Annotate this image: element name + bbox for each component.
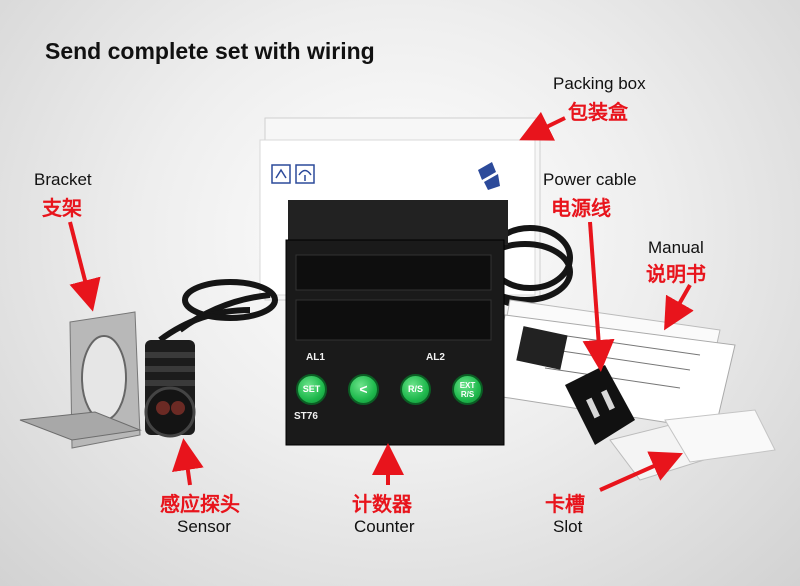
callout-arrows	[68, 111, 694, 492]
set-button[interactable]: SET	[296, 374, 327, 405]
bracket-label-en: Bracket	[34, 170, 92, 189]
bracket-label-cn: 支架	[42, 196, 82, 220]
counter-device	[285, 200, 508, 446]
ext-rs-button[interactable]: EXT R/S	[452, 374, 483, 405]
al1-label: AL1	[306, 352, 325, 363]
fragile-icon	[271, 164, 291, 184]
slot-label-cn: 卡槽	[545, 492, 585, 516]
arrow-icon	[664, 284, 694, 331]
logo-icon	[478, 162, 500, 190]
up-rs-button[interactable]: R/S	[400, 374, 431, 405]
model-label: ST76	[294, 411, 318, 422]
bracket	[19, 311, 142, 449]
left-button[interactable]: <	[348, 374, 379, 405]
counter-label-cn: 计数器	[352, 492, 412, 516]
power-plug	[565, 365, 635, 445]
packing-box-label-cn: 包装盒	[568, 100, 628, 124]
slot-label-en: Slot	[553, 517, 583, 536]
arrow-icon	[171, 438, 204, 486]
counter-label-en: Counter	[354, 517, 415, 536]
power-cable-label-cn: 电源线	[551, 196, 611, 220]
al2-label: AL2	[426, 352, 445, 363]
arrow-icon	[582, 221, 615, 372]
sensor-probe	[144, 340, 196, 438]
headline: Send complete set with wiring	[45, 38, 375, 64]
sensor-label-cn: 感应探头	[160, 492, 240, 516]
arrow-icon	[68, 221, 101, 312]
arrow-icon	[519, 111, 566, 141]
manual-label-cn: 说明书	[646, 262, 706, 286]
packing-box-label-en: Packing box	[553, 74, 646, 93]
sensor-label-en: Sensor	[177, 517, 231, 536]
power-cable-label-en: Power cable	[543, 170, 637, 189]
slot-clips	[609, 409, 776, 481]
umbrella-icon	[295, 164, 315, 184]
manual-label-en: Manual	[648, 238, 704, 257]
arrow-icon	[599, 451, 683, 492]
